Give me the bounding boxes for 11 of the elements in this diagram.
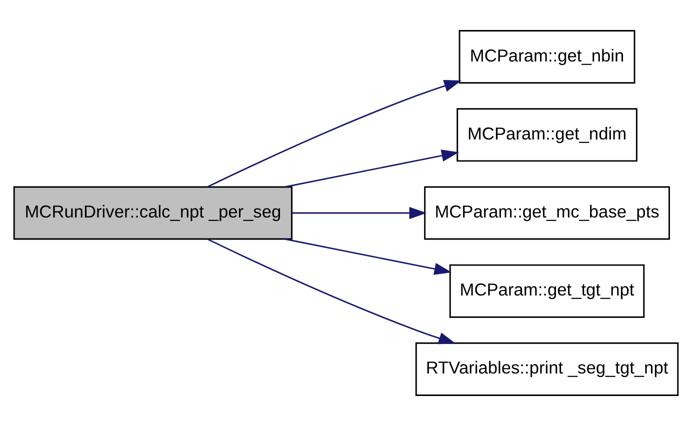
node-box: RTVariables::print _seg_tgt_npt (415, 342, 679, 396)
node-box: MCParam::get_tgt_npt (449, 264, 645, 318)
arrow (292, 206, 427, 220)
node-box: MCParam::get_ndim (456, 108, 638, 162)
arrow (206, 238, 456, 344)
arrow (206, 80, 462, 188)
arrow (285, 150, 459, 188)
node-box: MCParam::get_nbin (458, 30, 636, 84)
node-box: MCRunDriver::calc_npt _per_seg (13, 186, 292, 240)
node-box: MCParam::get_mc_base_pts (424, 186, 670, 240)
arrow (285, 238, 452, 275)
